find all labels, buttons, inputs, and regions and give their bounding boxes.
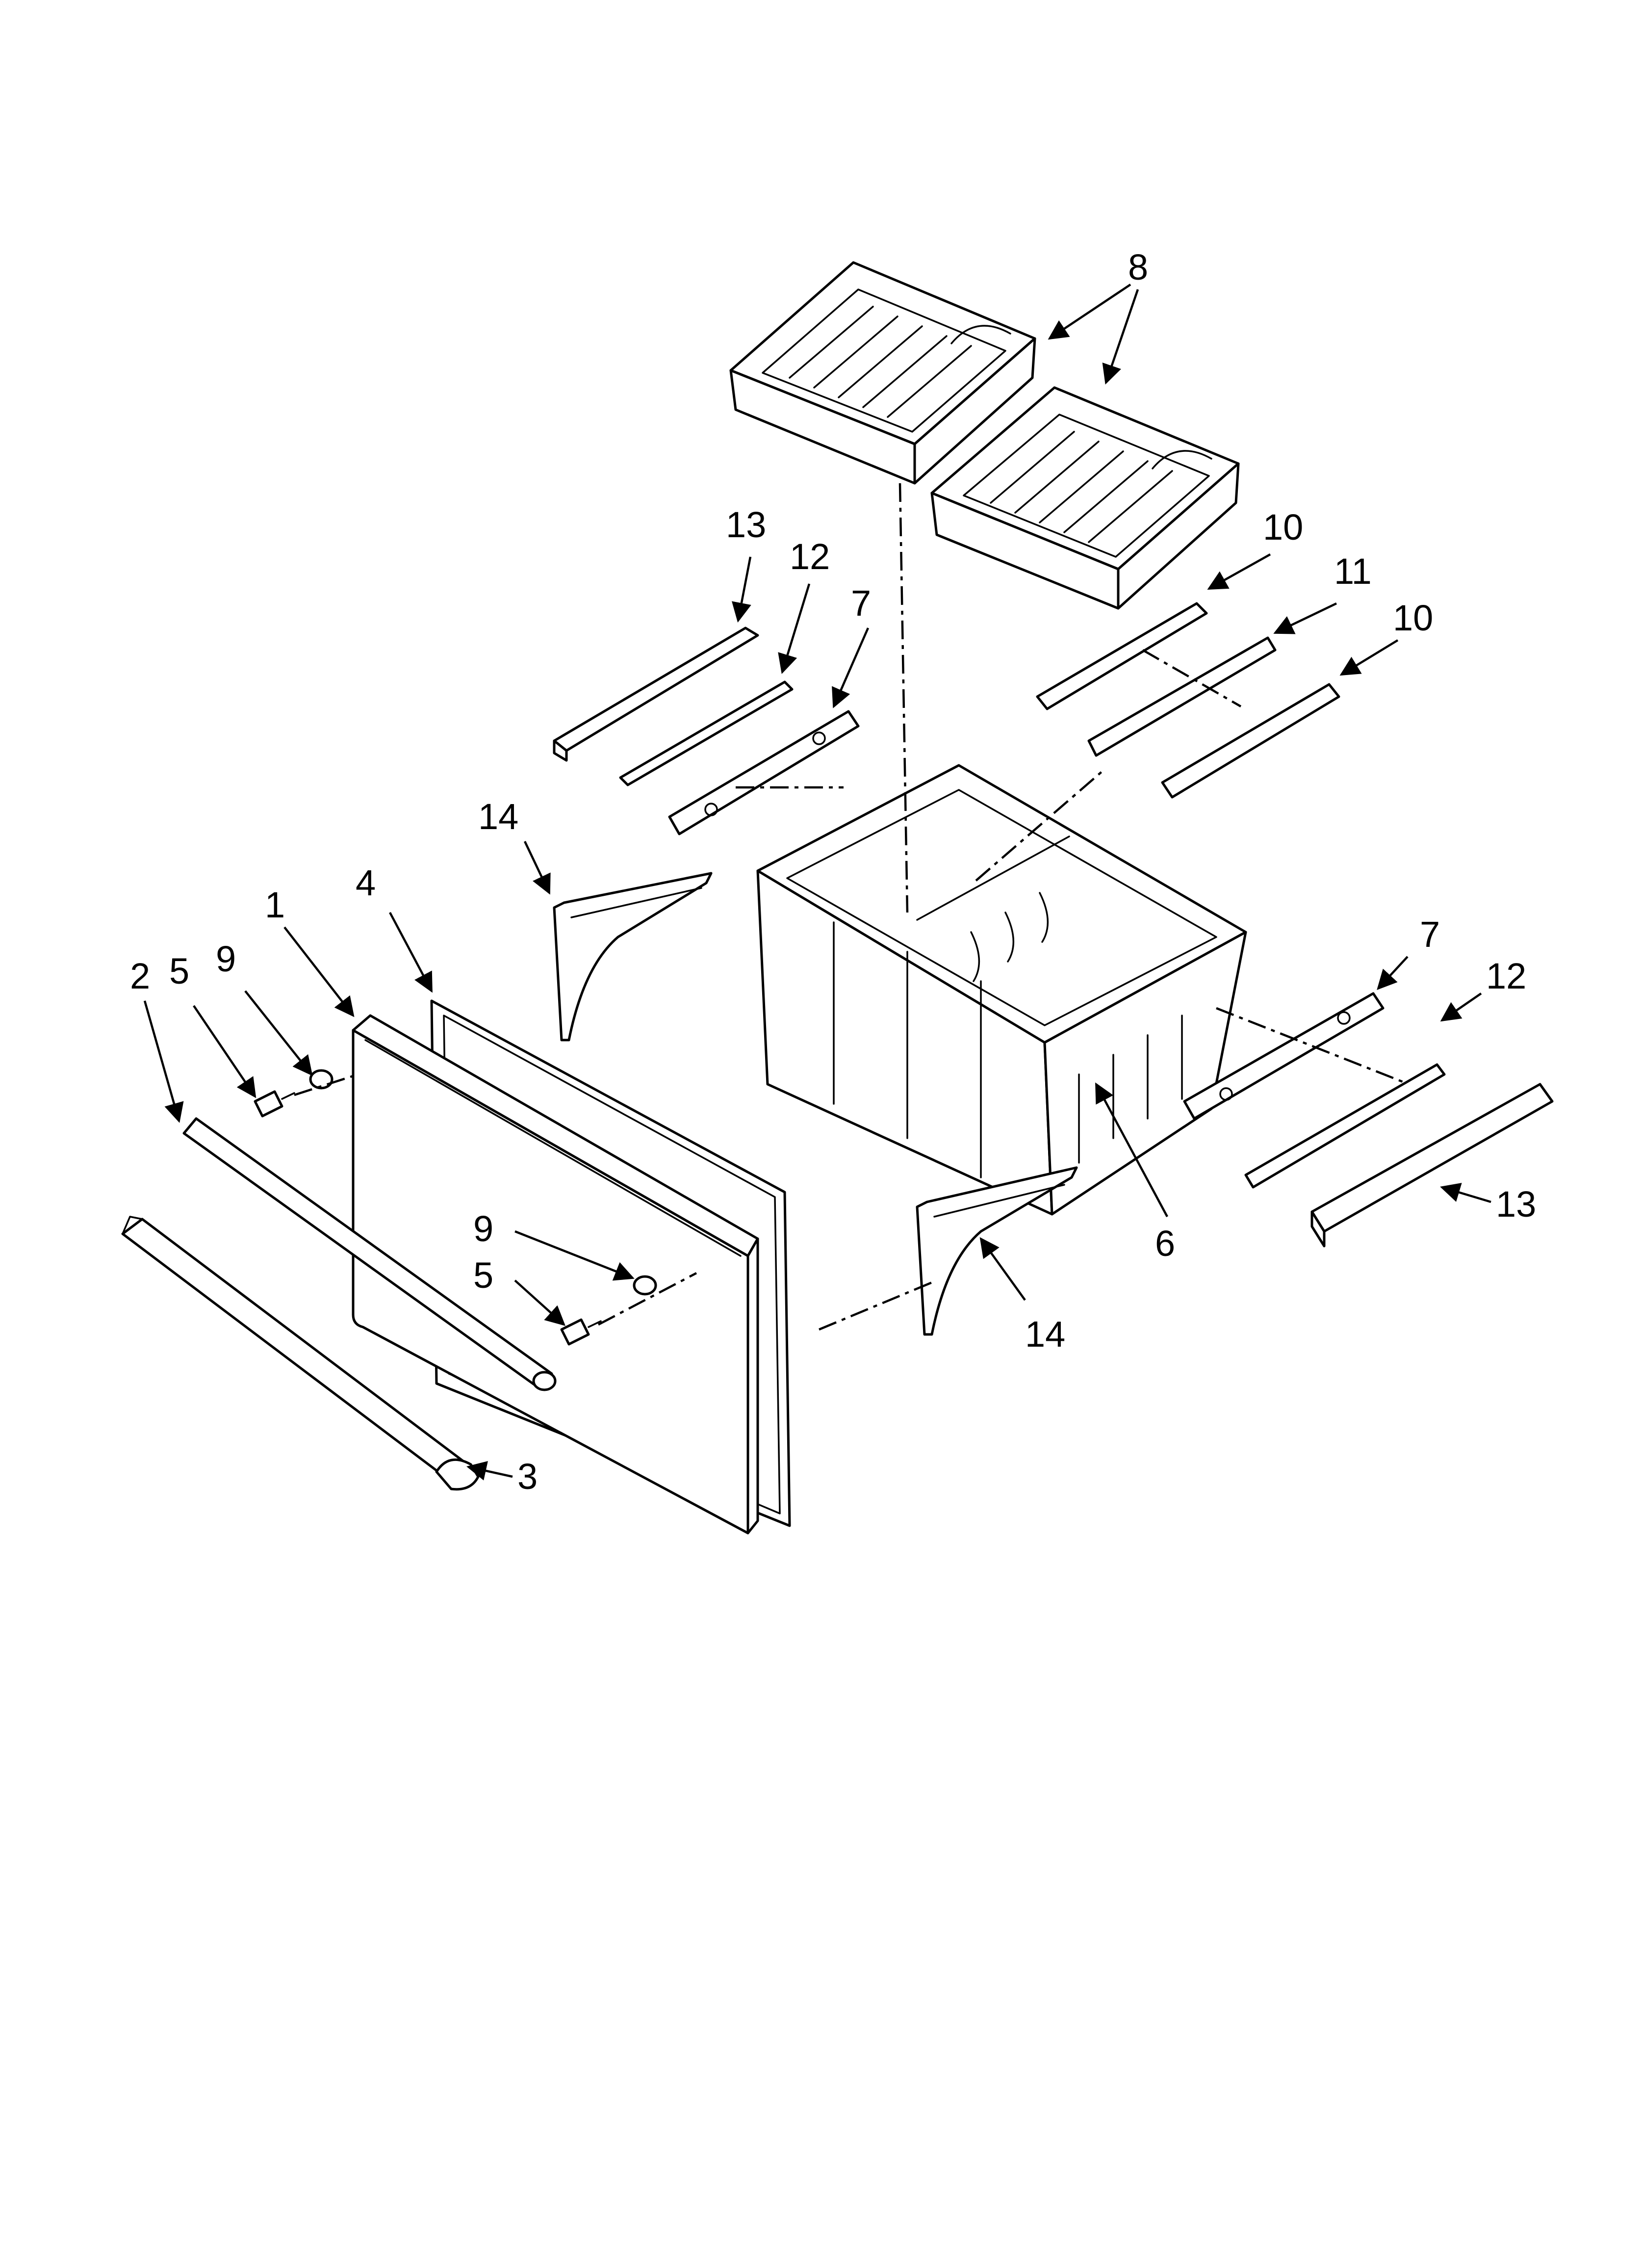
screw-lower [560,1318,602,1346]
rail-right-upper-10b [1161,683,1340,799]
callout-labels: 8 13 12 7 10 11 10 14 4 1 9 5 2 7 12 13 … [130,247,1536,1497]
callout-11: 11 [1334,551,1372,592]
crisper-drawer-left [729,261,1036,485]
rail-left-7 [668,710,860,835]
callout-13-upper: 13 [726,504,766,545]
callout-9-lower: 9 [473,1208,493,1249]
rail-right-lower-13 [1310,1083,1554,1248]
leader-lines [143,284,1491,1481]
callout-5-lower: 5 [473,1255,493,1296]
rail-right-lower-12 [1244,1063,1446,1189]
rail-right-lower-7 [1183,992,1385,1120]
callout-10-lower: 10 [1393,598,1433,638]
callout-1: 1 [265,885,285,925]
bracket-left-14 [553,872,713,1042]
bracket-right-14 [916,1166,1078,1336]
spacer-lower [633,1275,657,1296]
rail-right-upper-10a [1036,602,1208,710]
spacer-upper [309,1069,334,1090]
callout-9-upper: 9 [216,938,236,979]
crisper-drawer-right [930,386,1240,610]
rail-right-upper-11 [1087,636,1277,757]
callout-7-upper: 7 [851,583,871,624]
callout-12-upper: 12 [790,536,830,577]
callout-10-upper: 10 [1263,507,1303,547]
door-handle [182,1117,557,1391]
rail-left-13 [553,626,759,762]
freezer-basket [756,764,1247,1216]
callout-8: 8 [1128,247,1148,287]
rail-left-12 [619,680,794,786]
callout-14-upper: 14 [478,796,518,837]
screw-upper [254,1090,295,1118]
callout-14-lower: 14 [1025,1314,1065,1355]
callout-13-lower: 13 [1496,1184,1536,1225]
callout-6: 6 [1155,1223,1175,1264]
callout-3: 3 [517,1456,538,1497]
assembly-lines [294,483,1403,1331]
freezer-door [352,1014,759,1535]
callout-4: 4 [356,862,376,903]
callout-2: 2 [130,956,150,996]
callout-7-lower: 7 [1420,914,1440,955]
callout-12-lower: 12 [1486,956,1526,996]
callout-5-upper: 5 [169,951,189,991]
